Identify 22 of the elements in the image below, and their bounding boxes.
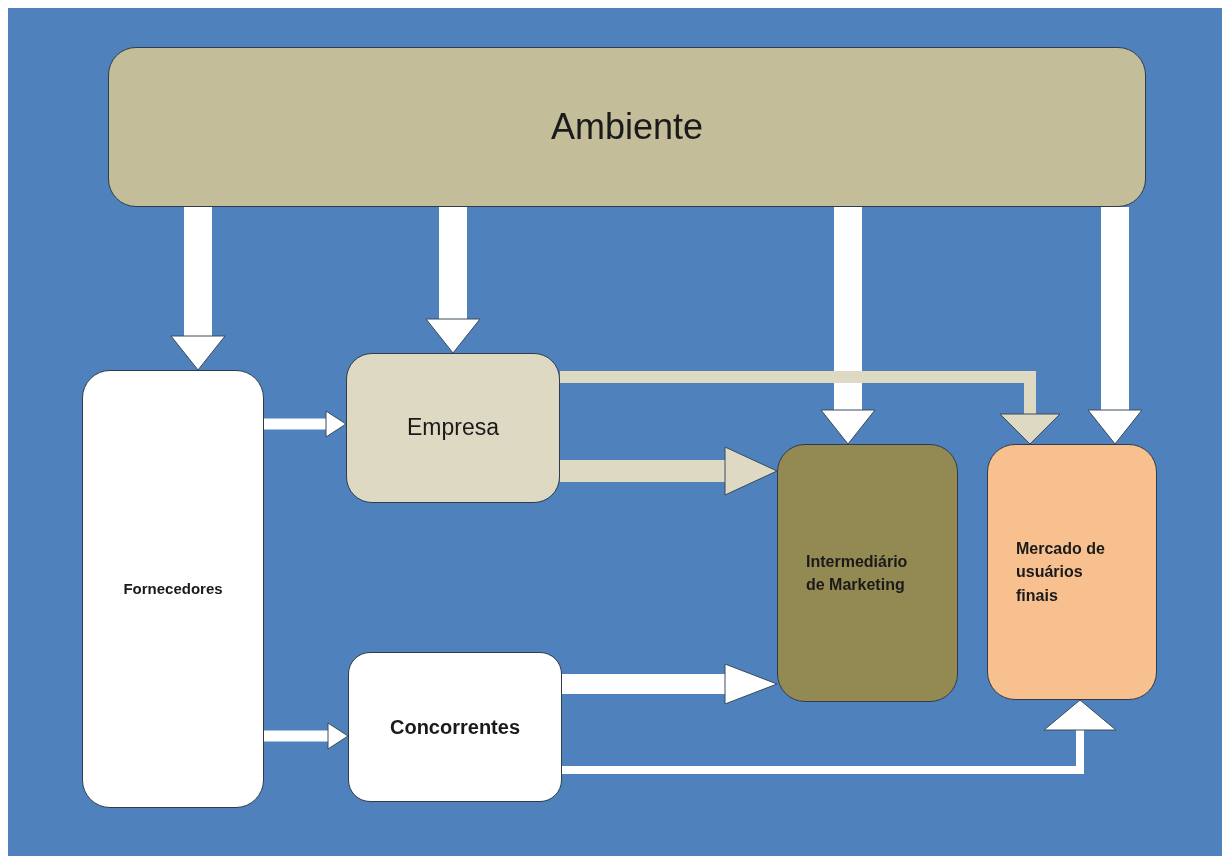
box-label: Intermediário de Marketing	[806, 551, 909, 595]
box-label: Fornecedores	[123, 579, 223, 600]
rounded-box	[82, 370, 264, 808]
rounded-box	[348, 652, 562, 802]
block-arrow	[264, 410, 347, 438]
box-label: Ambiente	[550, 104, 704, 149]
rounded-box	[987, 444, 1157, 700]
rounded-box	[777, 444, 958, 702]
box-label: Mercado de usuários finais	[1016, 539, 1106, 606]
block-arrow	[560, 446, 778, 496]
block-arrow	[560, 371, 1061, 445]
block-arrow	[562, 663, 778, 705]
rounded-box	[108, 47, 1146, 207]
rounded-box	[346, 353, 560, 503]
box-label: Empresa	[406, 413, 499, 443]
block-arrow	[170, 207, 226, 371]
block-arrow	[264, 722, 349, 750]
block-arrow	[1087, 207, 1143, 445]
block-arrow	[820, 207, 876, 445]
block-arrow	[425, 207, 481, 354]
box-label: Concorrentes	[390, 714, 520, 740]
block-arrow	[562, 699, 1117, 774]
